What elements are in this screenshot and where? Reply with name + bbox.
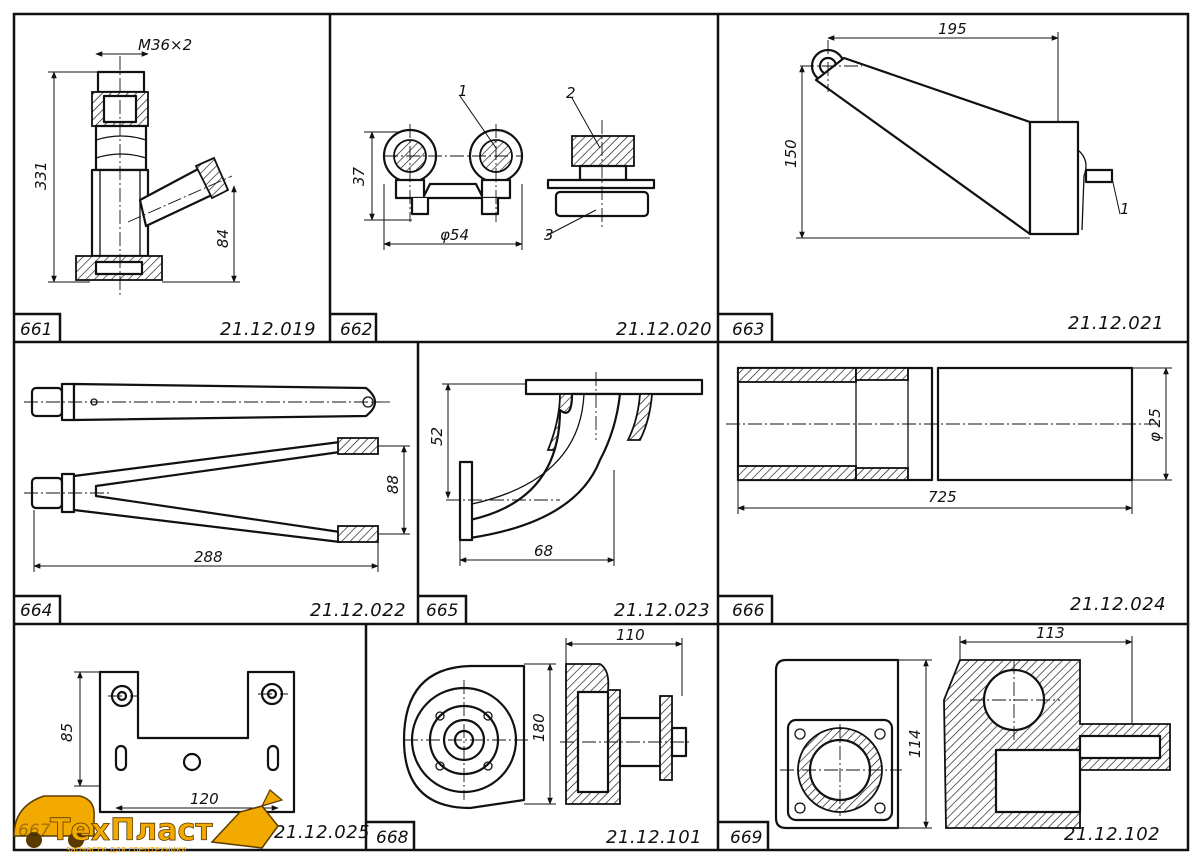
callout-1: 1 (1120, 200, 1130, 218)
dim-width-label: 120 (190, 790, 219, 808)
grid-frame (12, 12, 1190, 852)
dimensions-662: 37 φ54 1 2 3 (350, 82, 601, 250)
dimensions-666: 725 φ 25 (737, 367, 1172, 514)
techplast-logo: ТехПласт запчасти для спецтехники 667 (13, 789, 284, 855)
part-code: 21.12.101 (606, 827, 702, 848)
part-code: 21.12.019 (220, 319, 316, 340)
panel-number: 663 (732, 320, 764, 340)
dimensions-663: 195 150 1 (782, 20, 1130, 239)
dim-height-label: 150 (782, 139, 800, 168)
sleeve-tube-drawing (726, 366, 1160, 482)
panel-665: 52 68 665 21.12.023 (426, 372, 710, 621)
panel-number: 669 (730, 828, 762, 848)
dim-thread-label: M36×2 (138, 36, 192, 54)
dim-diameter-label: φ 25 (1146, 408, 1164, 442)
part-code: 21.12.102 (1064, 824, 1160, 845)
part-code: 21.12.022 (310, 600, 406, 621)
dim-height-label: 85 (58, 723, 76, 742)
dimensions-665: 52 68 (428, 383, 615, 566)
mounting-plate-drawing (98, 670, 296, 814)
dimensions-664: 288 88 (33, 445, 410, 572)
panel-662: 37 φ54 1 2 3 662 21.12.020 (340, 82, 712, 340)
dim-height-label: 180 (530, 713, 548, 742)
part-code: 21.12.024 (1070, 594, 1166, 615)
dim-length-label: 725 (928, 488, 957, 506)
dim-length-label: 288 (194, 548, 223, 566)
callout-2: 2 (566, 84, 576, 102)
panel-661: M36×2 331 84 661 21.12.019 (20, 36, 316, 340)
elbow-pipe-drawing (446, 372, 704, 542)
panel-668: 110 180 668 21.12.101 (376, 626, 702, 848)
dim-height-label: 52 (428, 427, 446, 446)
panel-number: 662 (340, 320, 372, 340)
dim-diameter-label: φ54 (440, 226, 469, 244)
panel-number: 664 (20, 601, 52, 621)
part-code: 21.12.023 (614, 600, 710, 621)
gear-housing-drawing (774, 658, 1171, 830)
dim-length-label: 195 (938, 20, 967, 38)
part-code: 21.12.021 (1068, 313, 1164, 334)
panel-664: 288 88 664 21.12.022 (20, 382, 410, 621)
dim-length-label: 113 (1036, 624, 1065, 642)
dim-height-label: 331 (32, 161, 50, 190)
panel-666: 725 φ 25 666 21.12.024 (726, 366, 1172, 621)
dim-length-label: 68 (534, 542, 553, 560)
callout-3: 3 (544, 226, 554, 244)
panel-number: 667 (18, 821, 51, 841)
panel-number: 665 (426, 601, 458, 621)
double-bushing-drawing (382, 120, 656, 228)
bracket-drawing (800, 40, 1114, 236)
dim-height-label: 114 (906, 729, 924, 758)
panel-669: 113 114 669 21.12.102 (730, 624, 1171, 848)
panel-number: 661 (20, 320, 52, 340)
dimensions-661: M36×2 331 84 (32, 36, 240, 283)
part-code: 21.12.025 (274, 822, 370, 843)
fork-rod-drawing (24, 382, 392, 544)
panel-667: 85 120 21.12.025 (58, 670, 370, 843)
pump-housing-drawing (402, 663, 692, 810)
dim-width-label: 88 (384, 475, 402, 494)
dim-length-label: 110 (616, 626, 645, 644)
logo-tagline: запчасти для спецтехники (66, 845, 187, 855)
callout-1: 1 (458, 82, 468, 100)
dim-branch-label: 84 (214, 229, 232, 248)
panel-number: 666 (732, 601, 765, 621)
pipe-fitting-drawing (75, 56, 233, 296)
dim-height-label: 37 (350, 166, 368, 186)
excavator-icon (13, 789, 284, 849)
dimensions-669: 113 114 (898, 624, 1133, 829)
panel-number: 668 (376, 828, 409, 848)
dimensions-668: 110 180 (524, 626, 683, 805)
part-code: 21.12.020 (616, 319, 712, 340)
logo-text: ТехПласт (50, 813, 213, 848)
panel-663: 195 150 1 663 21.12.021 (732, 20, 1164, 340)
dimensions-667: 85 120 (58, 671, 279, 811)
